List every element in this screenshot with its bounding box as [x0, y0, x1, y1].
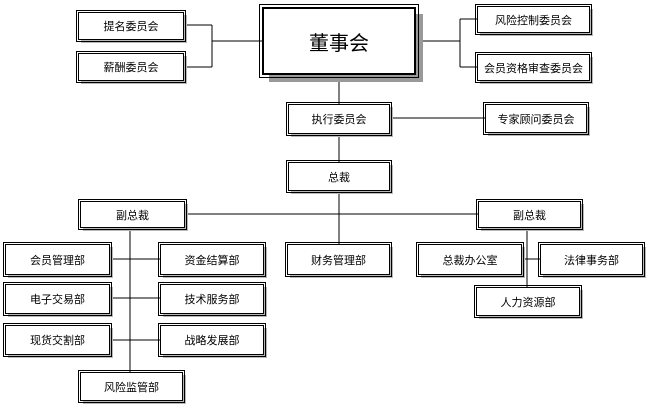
- node-president-office: 总裁办公室: [416, 242, 524, 277]
- node-label: 技术服务部: [184, 293, 240, 306]
- node-vice-president-left: 副总裁: [78, 199, 187, 230]
- node-spot-delivery-dept: 现货交割部: [3, 323, 112, 357]
- node-label: 专家顾问委员会: [497, 112, 575, 126]
- node-membership-review-committee: 会员资格审查委员会: [475, 52, 592, 83]
- node-label: 总裁: [328, 170, 350, 184]
- node-nomination-committee: 提名委员会: [76, 10, 186, 42]
- node-compensation-committee: 薪酬委员会: [76, 51, 186, 83]
- node-human-resources-dept: 人力资源部: [474, 285, 582, 318]
- node-risk-control-committee: 风险控制委员会: [475, 4, 592, 35]
- node-board-label: 董事会: [309, 30, 369, 55]
- node-vice-president-right: 副总裁: [476, 199, 583, 230]
- node-label: 法律事务部: [564, 253, 619, 267]
- node-legal-affairs-dept: 法律事务部: [538, 242, 645, 277]
- node-label: 会员管理部: [30, 253, 85, 267]
- node-label: 人力资源部: [500, 295, 556, 309]
- node-tech-services-dept: 技术服务部: [158, 282, 266, 316]
- node-fund-settlement-dept: 资金结算部: [158, 242, 266, 277]
- node-risk-supervision-dept: 风险监管部: [78, 370, 185, 403]
- node-executive-committee: 执行委员会: [286, 102, 392, 136]
- node-label: 风险控制委员会: [495, 13, 572, 27]
- node-label: 风险监管部: [104, 380, 159, 394]
- node-label: 电子交易部: [30, 293, 85, 306]
- node-label: 薪酬委员会: [103, 61, 159, 74]
- node-label: 提名委员会: [103, 20, 159, 33]
- node-label: 执行委员会: [311, 113, 367, 126]
- node-label: 副总裁: [513, 208, 546, 222]
- node-finance-management-dept: 财务管理部: [285, 242, 392, 277]
- node-label: 战略发展部: [184, 334, 240, 347]
- node-president: 总裁: [286, 160, 392, 193]
- node-board: 董事会: [259, 4, 419, 78]
- node-label: 会员资格审查委员会: [484, 61, 583, 75]
- node-label: 总裁办公室: [442, 253, 498, 267]
- node-member-management-dept: 会员管理部: [3, 242, 112, 277]
- node-label: 现货交割部: [30, 334, 85, 347]
- node-label: 资金结算部: [184, 253, 240, 267]
- node-expert-advisory-committee: 专家顾问委员会: [483, 102, 589, 135]
- node-label: 财务管理部: [311, 253, 366, 267]
- node-strategy-development-dept: 战略发展部: [158, 323, 266, 357]
- node-e-trading-dept: 电子交易部: [3, 282, 112, 316]
- node-label: 副总裁: [116, 208, 149, 222]
